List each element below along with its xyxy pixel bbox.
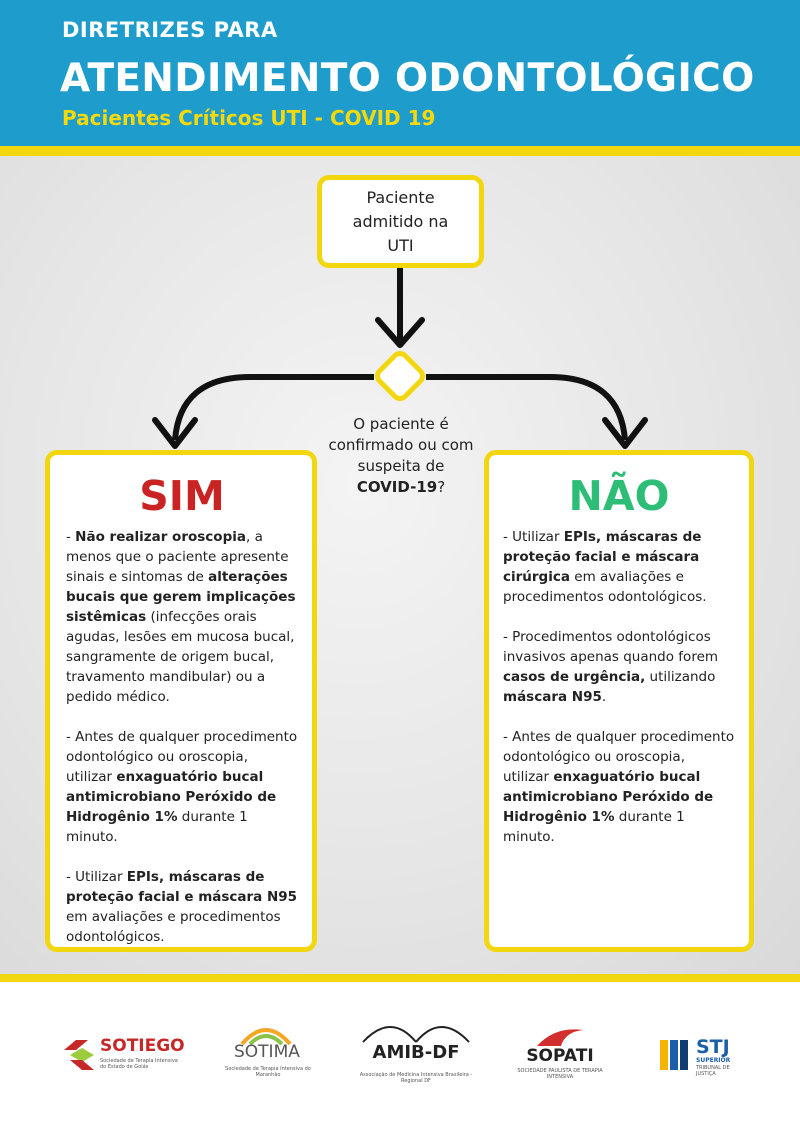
sotiego-name: SOTIEGO: [100, 1036, 185, 1056]
logo-sopati: SOPATI SOCIEDADE PAULISTA DE TERAPIA INT…: [515, 1024, 605, 1080]
emphasis-text: enxaguatório bucal antimicrobiano Peróxi…: [503, 769, 714, 825]
decision-diamond: [374, 350, 426, 402]
arrowhead-yes: [152, 417, 198, 449]
sotima-sun-icon: [240, 1028, 292, 1046]
arrowhead-down-decision: [375, 317, 425, 348]
body-text: -: [66, 529, 76, 545]
footer-divider: [0, 974, 800, 982]
question-text: O paciente é confirmado ou com suspeita …: [328, 415, 474, 475]
body-text: - Utilizar: [66, 869, 127, 885]
body-text: .: [601, 689, 607, 705]
no-title: NÃO: [568, 472, 670, 520]
body-text: - Procedimentos odontológicos invasivos …: [503, 629, 719, 665]
emphasis-text: EPIs, máscaras de proteção facial e másc…: [503, 529, 702, 585]
question-mark: ?: [437, 478, 446, 496]
yes-paragraph-3: - Utilizar EPIs, máscaras de proteção fa…: [66, 867, 298, 947]
yes-branch-box: SIM - Não realizar oroscopia, a menos qu…: [45, 450, 317, 952]
body-text: utilizando: [645, 669, 716, 685]
sotiego-emblem-icon: [64, 1040, 94, 1070]
body-text: - Antes de qualquer procedimento odontol…: [503, 729, 735, 785]
body-text: durante 1 minuto.: [66, 809, 248, 845]
question-emphasis: COVID-19: [356, 478, 438, 496]
yes-title: SIM: [139, 472, 225, 520]
header-title: ATENDIMENTO ODONTOLÓGICO: [60, 56, 755, 101]
stj-subtitle-2: TRIBUNAL DE JUSTIÇA: [696, 1065, 730, 1077]
stj-name: STJ: [696, 1036, 730, 1058]
sotima-subtitle: Sociedade de Terapia Intensiva do Maranh…: [225, 1066, 311, 1078]
arrow-decision-to-yes: [172, 374, 374, 441]
emphasis-text: máscara N95: [503, 689, 602, 705]
logo-amib-df: AMIB-DF Associação de Medicina Intensiva…: [356, 1018, 476, 1084]
start-node: Paciente admitido na UTI: [317, 175, 484, 268]
sponsor-logos: SOTIEGO Sociedade de Terapia Intensiva d…: [0, 982, 800, 1132]
body-text: em avaliações e procedimentos odontológi…: [66, 909, 281, 945]
no-branch-box: NÃO - Utilizar EPIs, máscaras de proteçã…: [484, 450, 754, 952]
logo-sotima: SOTIMA Sociedade de Terapia Intensiva do…: [218, 1020, 318, 1080]
sotiego-subtitle: Sociedade de Terapia Intensiva do Estado…: [100, 1058, 178, 1070]
sopati-name: SOPATI: [526, 1046, 594, 1066]
emphasis-text: EPIs, máscaras de proteção facial e másc…: [66, 869, 298, 905]
flow-connectors: [152, 268, 648, 449]
header-subtitle: Pacientes Críticos UTI - COVID 19: [62, 106, 436, 130]
sopati-wing-icon: [537, 1029, 583, 1046]
start-node-label: Paciente admitido na UTI: [352, 187, 449, 255]
decision-question: O paciente é confirmado ou com suspeita …: [326, 414, 476, 498]
emphasis-text: alterações bucais que gerem implicações …: [66, 569, 296, 625]
body-text: durante 1 minuto.: [503, 809, 685, 845]
arrowhead-no: [602, 417, 648, 449]
no-paragraph-3: - Antes de qualquer procedimento odontol…: [503, 727, 735, 847]
emphasis-text: Não realizar oroscopia: [75, 529, 246, 545]
sotima-name: SOTIMA: [234, 1042, 300, 1062]
body-text: em avaliações e procedimentos odontológi…: [503, 569, 707, 605]
stj-emblem-icon: [660, 1040, 688, 1070]
header-divider: [0, 146, 800, 156]
logo-sotiego: SOTIEGO Sociedade de Terapia Intensiva d…: [62, 1034, 185, 1074]
emphasis-text: enxaguatório bucal antimicrobiano Peróxi…: [66, 769, 277, 825]
body-text: (infecções orais agudas, lesões em mucos…: [66, 609, 295, 705]
stj-subtitle-1: SUPERIOR: [696, 1057, 731, 1064]
amib-name: AMIB-DF: [372, 1042, 460, 1063]
amib-arches-icon: [362, 1026, 470, 1043]
no-paragraph-2: - Procedimentos odontológicos invasivos …: [503, 627, 735, 707]
yes-paragraph-2: - Antes de qualquer procedimento odontol…: [66, 727, 298, 847]
header-kicker: DIRETRIZES PARA: [62, 18, 278, 42]
emphasis-text: casos de urgência,: [503, 669, 646, 685]
amib-subtitle: Associação de Medicina Intensiva Brasile…: [359, 1072, 473, 1084]
header-banner: DIRETRIZES PARA ATENDIMENTO ODONTOLÓGICO…: [0, 0, 800, 146]
body-text: , a menos que o paciente apresente sinai…: [66, 529, 289, 585]
body-text: - Antes de qualquer procedimento odontol…: [66, 729, 298, 785]
body-text: - Utilizar: [503, 529, 564, 545]
sopati-subtitle: SOCIEDADE PAULISTA DE TERAPIA INTENSIVA: [517, 1068, 603, 1080]
no-paragraph-1: - Utilizar EPIs, máscaras de proteção fa…: [503, 527, 735, 607]
arrow-decision-to-no: [426, 374, 628, 441]
yes-paragraph-1: - Não realizar oroscopia, a menos que o …: [66, 527, 298, 707]
logo-stj: STJ SUPERIOR TRIBUNAL DE JUSTIÇA: [658, 1036, 748, 1077]
